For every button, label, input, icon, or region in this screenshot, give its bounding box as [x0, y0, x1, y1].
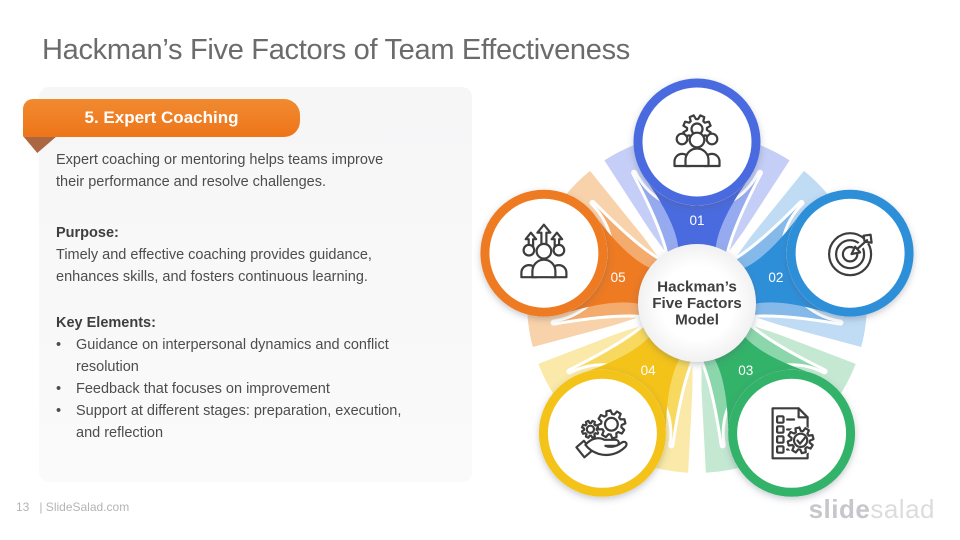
- petal-number-03: 03: [738, 363, 753, 378]
- intro-text: Expert coaching or mentoring helps teams…: [56, 152, 384, 190]
- slide-footer: 13 | SlideSalad.com: [16, 500, 129, 514]
- content-card: Expert coaching or mentoring helps teams…: [39, 87, 472, 482]
- team-gear-icon: [673, 114, 721, 168]
- bullet-glyph: •: [56, 337, 62, 353]
- watermark-light: salad: [870, 494, 935, 524]
- watermark-bold: slide: [808, 494, 871, 524]
- factor-circle-01: [633, 78, 761, 206]
- purpose-text: Timely and effective coaching provides g…: [56, 247, 372, 285]
- bullet-text: Feedback that focuses on improvement: [76, 381, 330, 397]
- factor-circle-03: [728, 369, 856, 497]
- petal-number-04: 04: [641, 363, 657, 378]
- bullet-text: Support at different stages: preparation…: [76, 403, 402, 441]
- page-number: 13: [16, 500, 30, 514]
- center-label-line: Five Factors: [652, 295, 741, 312]
- bullet-glyph: •: [56, 403, 62, 419]
- center-label-line: Hackman’s: [657, 278, 737, 295]
- factor-circle-04: [538, 369, 666, 497]
- key-elements-list: • Guidance on interpersonal dynamics and…: [56, 334, 460, 444]
- petal-number-02: 02: [768, 270, 783, 285]
- purpose-label: Purpose:: [56, 225, 119, 241]
- footer-brand-link: | SlideSalad.com: [39, 500, 130, 514]
- list-item: • Feedback that focuses on improvement: [56, 378, 460, 400]
- center-label-line: Model: [675, 312, 719, 329]
- bullet-text: Guidance on interpersonal dynamics and c…: [76, 337, 389, 375]
- bullet-glyph: •: [56, 381, 62, 397]
- hand-gears-icon: [575, 409, 628, 459]
- page-title: Hackman’s Five Factors of Team Effective…: [42, 34, 630, 66]
- section-badge: 5. Expert Coaching: [23, 99, 300, 137]
- checklist-gear-icon: [771, 407, 816, 460]
- people-growth-icon: [520, 223, 568, 279]
- petal-number-01: 01: [689, 213, 704, 228]
- list-item: • Support at different stages: preparati…: [56, 400, 460, 444]
- target-arrow-icon: [828, 232, 875, 277]
- petal-number-05: 05: [611, 270, 626, 285]
- list-item: • Guidance on interpersonal dynamics and…: [56, 334, 460, 378]
- factor-circle-05: [480, 189, 608, 317]
- factor-circle-02: [786, 189, 914, 317]
- slidesalad-watermark: slidesalad: [809, 494, 935, 525]
- key-elements-label: Key Elements:: [56, 315, 156, 331]
